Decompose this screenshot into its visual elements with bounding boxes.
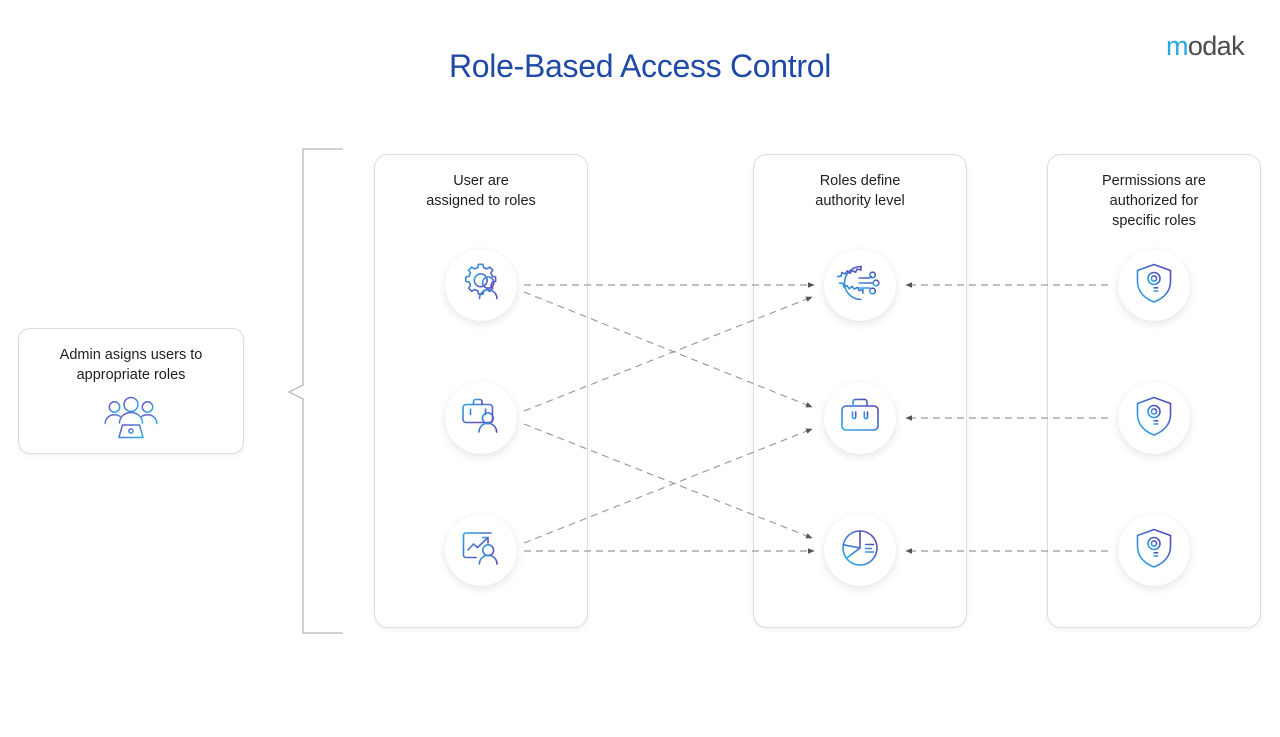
icon-bubble-role-1[interactable]	[824, 249, 896, 321]
icon-bubble-user-2[interactable]	[445, 382, 517, 454]
column-heading-users: User are assigned to roles	[426, 173, 536, 209]
admin-card[interactable]: Admin asigns users to appropriate roles	[18, 328, 244, 454]
column-heading-roles: Roles define authority level	[815, 173, 905, 209]
icon-bubble-permission-3[interactable]	[1118, 514, 1190, 586]
user-briefcase-icon	[458, 393, 504, 444]
icon-bubble-user-1[interactable]	[445, 249, 517, 321]
shield-key-icon	[1131, 525, 1177, 576]
pie-chart-icon	[837, 525, 883, 576]
user-chart-icon	[458, 525, 504, 576]
admin-card-title: Admin asigns users to appropriate roles	[59, 347, 203, 383]
brand-logo-m: m	[1165, 31, 1189, 61]
icon-bubble-role-2[interactable]	[824, 382, 896, 454]
page-title: Role-Based Access Control	[448, 48, 832, 84]
gear-network-icon	[836, 260, 883, 311]
briefcase-icon	[837, 393, 883, 444]
brand-logo: modak	[1165, 31, 1245, 61]
icon-bubble-user-3[interactable]	[445, 514, 517, 586]
brand-logo-rest: odak	[1187, 31, 1245, 61]
icon-bubble-permission-1[interactable]	[1118, 249, 1190, 321]
column-heading-permissions: Permissions are authorized for specific …	[1102, 173, 1206, 229]
users-group-icon	[102, 395, 160, 444]
user-gear-icon	[458, 260, 504, 311]
admin-bracket	[287, 148, 343, 634]
shield-key-icon	[1131, 260, 1177, 311]
icon-bubble-role-3[interactable]	[824, 514, 896, 586]
icon-bubble-permission-2[interactable]	[1118, 382, 1190, 454]
shield-key-icon	[1131, 393, 1177, 444]
